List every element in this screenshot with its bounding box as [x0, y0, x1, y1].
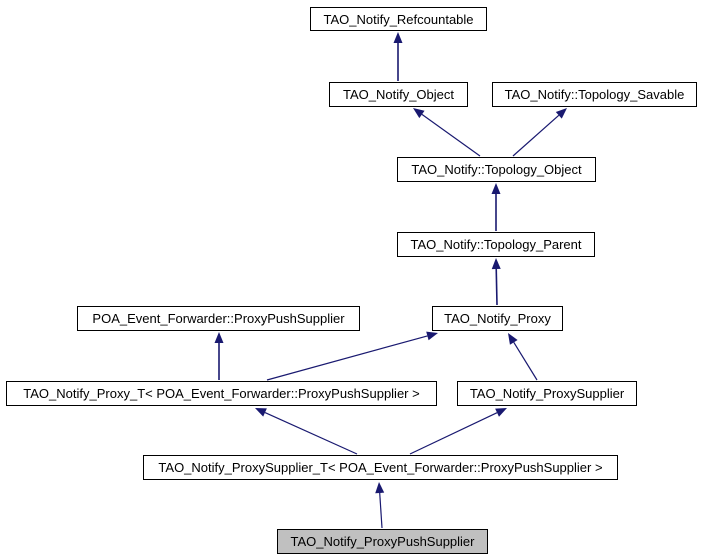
- class-node-label: TAO_Notify_Object: [342, 87, 455, 102]
- inheritance-edge-tao-notify-object-to-tao-notify-refcountable: [393, 32, 403, 81]
- class-node-tao-notify-topology-savable[interactable]: TAO_Notify::Topology_Savable: [492, 82, 697, 107]
- inheritance-edge-tao-notify-proxypushsupplier-to-tao-notify-proxysupplier-t: [375, 482, 385, 529]
- arrowhead-icon: [393, 32, 403, 43]
- inheritance-edge-tao-notify-topology-object-to-tao-notify-topology-savable: [512, 108, 567, 157]
- class-node-label: TAO_Notify::Topology_Savable: [504, 87, 685, 102]
- arrowhead-icon: [255, 408, 267, 417]
- class-node-label: TAO_Notify_ProxySupplier_T< POA_Event_Fo…: [158, 460, 603, 475]
- class-node-label: TAO_Notify_Proxy_T< POA_Event_Forwarder:…: [23, 386, 420, 401]
- arrowhead-icon: [555, 108, 567, 119]
- arrowhead-icon: [375, 482, 385, 494]
- class-node-label: TAO_Notify_ProxyPushSupplier: [290, 534, 475, 549]
- arrowhead-icon: [413, 108, 425, 119]
- class-node-tao-notify-topology-parent[interactable]: TAO_Notify::Topology_Parent: [397, 232, 595, 257]
- inheritance-edge-tao-notify-proxysupplier-t-to-tao-notify-proxy-t: [255, 408, 358, 455]
- inheritance-edge-tao-notify-proxy-to-tao-notify-topology-parent: [491, 258, 501, 306]
- class-node-tao-notify-topology-object[interactable]: TAO_Notify::Topology_Object: [397, 157, 596, 182]
- class-node-poa-event-forwarder-proxypushsupplier[interactable]: POA_Event_Forwarder::ProxyPushSupplier: [77, 306, 360, 331]
- arrowhead-icon: [508, 333, 518, 345]
- class-node-tao-notify-object[interactable]: TAO_Notify_Object: [329, 82, 468, 107]
- class-node-tao-notify-proxy[interactable]: TAO_Notify_Proxy: [432, 306, 563, 331]
- arrowhead-icon: [491, 258, 501, 270]
- class-node-tao-notify-proxysupplier-t[interactable]: TAO_Notify_ProxySupplier_T< POA_Event_Fo…: [143, 455, 618, 480]
- class-node-label: TAO_Notify_Proxy: [444, 311, 551, 326]
- inheritance-edge-tao-notify-proxysupplier-t-to-tao-notify-proxysupplier: [409, 408, 507, 455]
- inheritance-edge-tao-notify-topology-parent-to-tao-notify-topology-object: [491, 183, 501, 231]
- class-node-tao-notify-proxy-t[interactable]: TAO_Notify_Proxy_T< POA_Event_Forwarder:…: [6, 381, 437, 406]
- arrowhead-icon: [495, 408, 507, 417]
- class-node-label: TAO_Notify::Topology_Object: [411, 162, 582, 177]
- class-node-label: TAO_Notify_Refcountable: [323, 11, 474, 27]
- inheritance-edge-tao-notify-proxysupplier-to-tao-notify-proxy: [508, 333, 538, 381]
- class-node-label: TAO_Notify_ProxySupplier: [469, 386, 625, 401]
- class-node-label: POA_Event_Forwarder::ProxyPushSupplier: [92, 311, 345, 326]
- class-node-tao-notify-proxypushsupplier: TAO_Notify_ProxyPushSupplier: [277, 529, 488, 554]
- arrowhead-icon: [426, 331, 438, 341]
- arrowhead-icon: [491, 183, 501, 194]
- inheritance-edge-tao-notify-proxy-t-to-poa-event-forwarder-proxypushsupplier: [214, 332, 224, 380]
- class-node-tao-notify-proxysupplier[interactable]: TAO_Notify_ProxySupplier: [457, 381, 637, 406]
- inheritance-edge-tao-notify-topology-object-to-tao-notify-object: [413, 108, 481, 157]
- inheritance-edge-tao-notify-proxy-t-to-tao-notify-proxy: [266, 331, 438, 381]
- class-node-tao-notify-refcountable[interactable]: TAO_Notify_Refcountable: [310, 7, 487, 31]
- arrowhead-icon: [214, 332, 224, 343]
- class-node-label: TAO_Notify::Topology_Parent: [410, 237, 582, 252]
